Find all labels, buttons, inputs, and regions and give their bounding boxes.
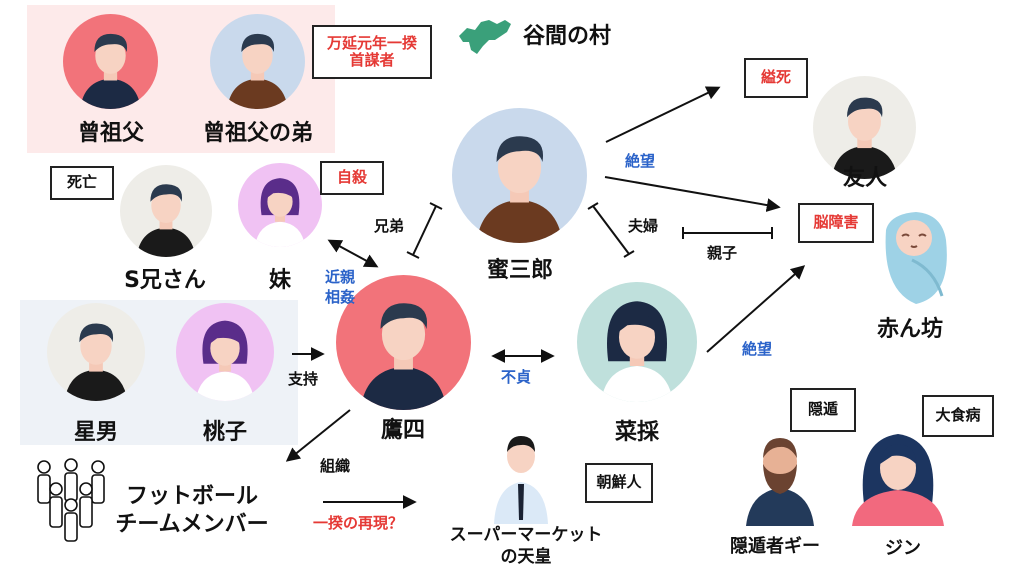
name-sister: 妹 [268,268,291,293]
label-spouses: 夫婦 [628,217,659,235]
edge-incest [327,239,379,268]
name-great-grandfather-brother: 曾祖父の弟 [202,121,313,146]
name-takashi: 鷹四 [380,418,425,443]
avatar-s-brother [120,165,212,257]
label-despair-bottom: 絶望 [742,340,773,358]
tag-gluttony: 大食病 [922,395,994,437]
label-brothers: 兄弟 [374,217,405,235]
avatar-natsumi [577,282,697,402]
label-incest-line2: 相姦 [324,288,355,306]
tag-suicide: 自殺 [320,161,384,195]
avatar-sister [238,163,322,247]
tag-recluse: 隠遁 [790,388,856,432]
baby-icon [885,212,947,304]
name-football-members-line1: フットボール [125,484,258,509]
label-infidelity: 不貞 [501,368,532,386]
name-momoko: 桃子 [202,420,247,445]
name-supermarket-line2: の天皇 [500,547,552,567]
edge-to-baby [604,176,781,212]
name-jin: ジン [885,538,921,559]
supermarket-emperor-figure [494,436,548,524]
name-friend: 友人 [842,166,887,191]
shikoku-map-icon [459,20,511,54]
group-people-icon [37,458,105,542]
edge-brothers [412,205,437,256]
tag-uprising-leader-line2: 首謀者 [349,51,395,69]
edge-spouses [592,205,630,255]
avatar-friend [813,76,916,179]
label-support: 支持 [288,370,319,388]
avatar-momoko [176,303,274,401]
name-hoshio: 星男 [73,420,118,445]
page-title: 谷間の村 [523,24,612,49]
tag-uprising-leader-line1: 万延元年一揆 [326,33,417,52]
avatar-great-grandfather-brother [210,14,305,109]
label-organize: 組織 [320,457,351,475]
avatar-mitsusaburo [452,108,587,243]
name-s-brother: S兄さん [124,268,206,293]
label-uprising-again: 一揆の再現？ [313,514,404,532]
name-great-grandfather: 曾祖父 [77,121,144,146]
name-natsumi: 菜採 [614,420,659,445]
name-baby: 赤ん坊 [876,317,943,342]
label-incest-line1: 近親 [324,268,355,286]
recluse-figure [746,438,814,526]
avatar-great-grandfather [63,14,158,109]
tag-dead: 死亡 [50,166,114,200]
avatar-hoshio [47,303,145,401]
jin-figure [852,434,944,526]
label-despair-top: 絶望 [625,152,656,170]
label-parent-child: 親子 [707,244,738,262]
name-recluse: 隠遁者ギー [730,536,820,557]
name-supermarket-line1: スーパーマーケット [449,525,603,545]
avatar-takashi [336,275,471,410]
edge-despair-friend [605,86,721,143]
tag-korean: 朝鮮人 [585,463,653,503]
tag-brain-damage: 脳障害 [798,203,874,243]
name-mitsusaburo: 蜜三郎 [486,258,553,283]
tag-uprising-leader: 万延元年一揆 首謀者 [312,25,432,79]
name-football-members-line2: チームメンバー [115,512,269,537]
tag-hanging: 縊死 [744,58,808,98]
